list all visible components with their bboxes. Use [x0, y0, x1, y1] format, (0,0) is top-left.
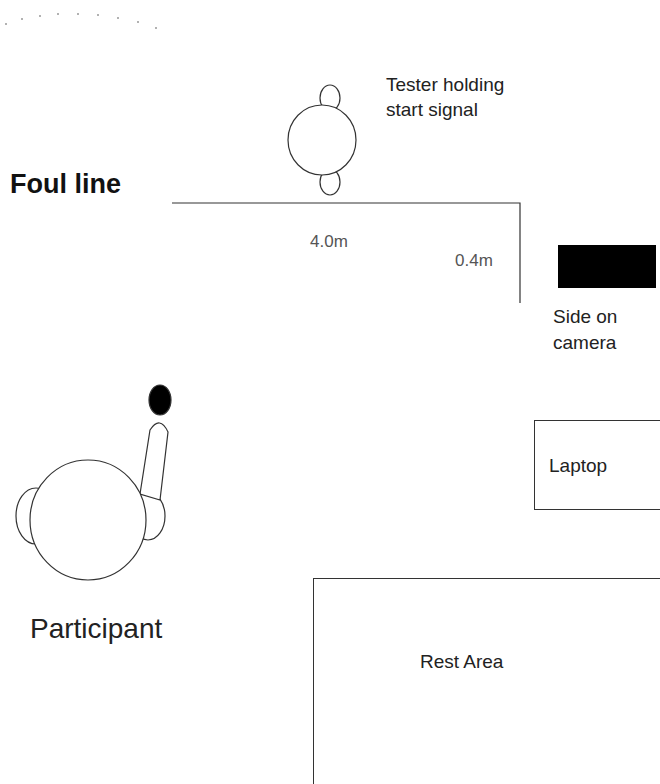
camera-label: Side on camera	[553, 304, 660, 356]
dotted-arc	[5, 13, 157, 29]
foul-line	[172, 203, 520, 303]
dimension-label: 0.4m	[455, 251, 515, 271]
participant-label: Participant	[30, 612, 250, 646]
laptop-box: Laptop	[534, 420, 660, 510]
foul-line-label: Foul line	[10, 168, 170, 200]
tester-figure	[288, 85, 356, 195]
participant-figure	[16, 385, 171, 580]
dimension-label: 4.0m	[310, 232, 370, 252]
box-text: Laptop	[535, 455, 660, 477]
camera-symbol	[558, 245, 656, 288]
box-text: Rest Area	[314, 651, 660, 673]
rest-area-box: Rest Area	[313, 578, 660, 784]
tester-label: Tester holding start signal	[386, 72, 526, 122]
